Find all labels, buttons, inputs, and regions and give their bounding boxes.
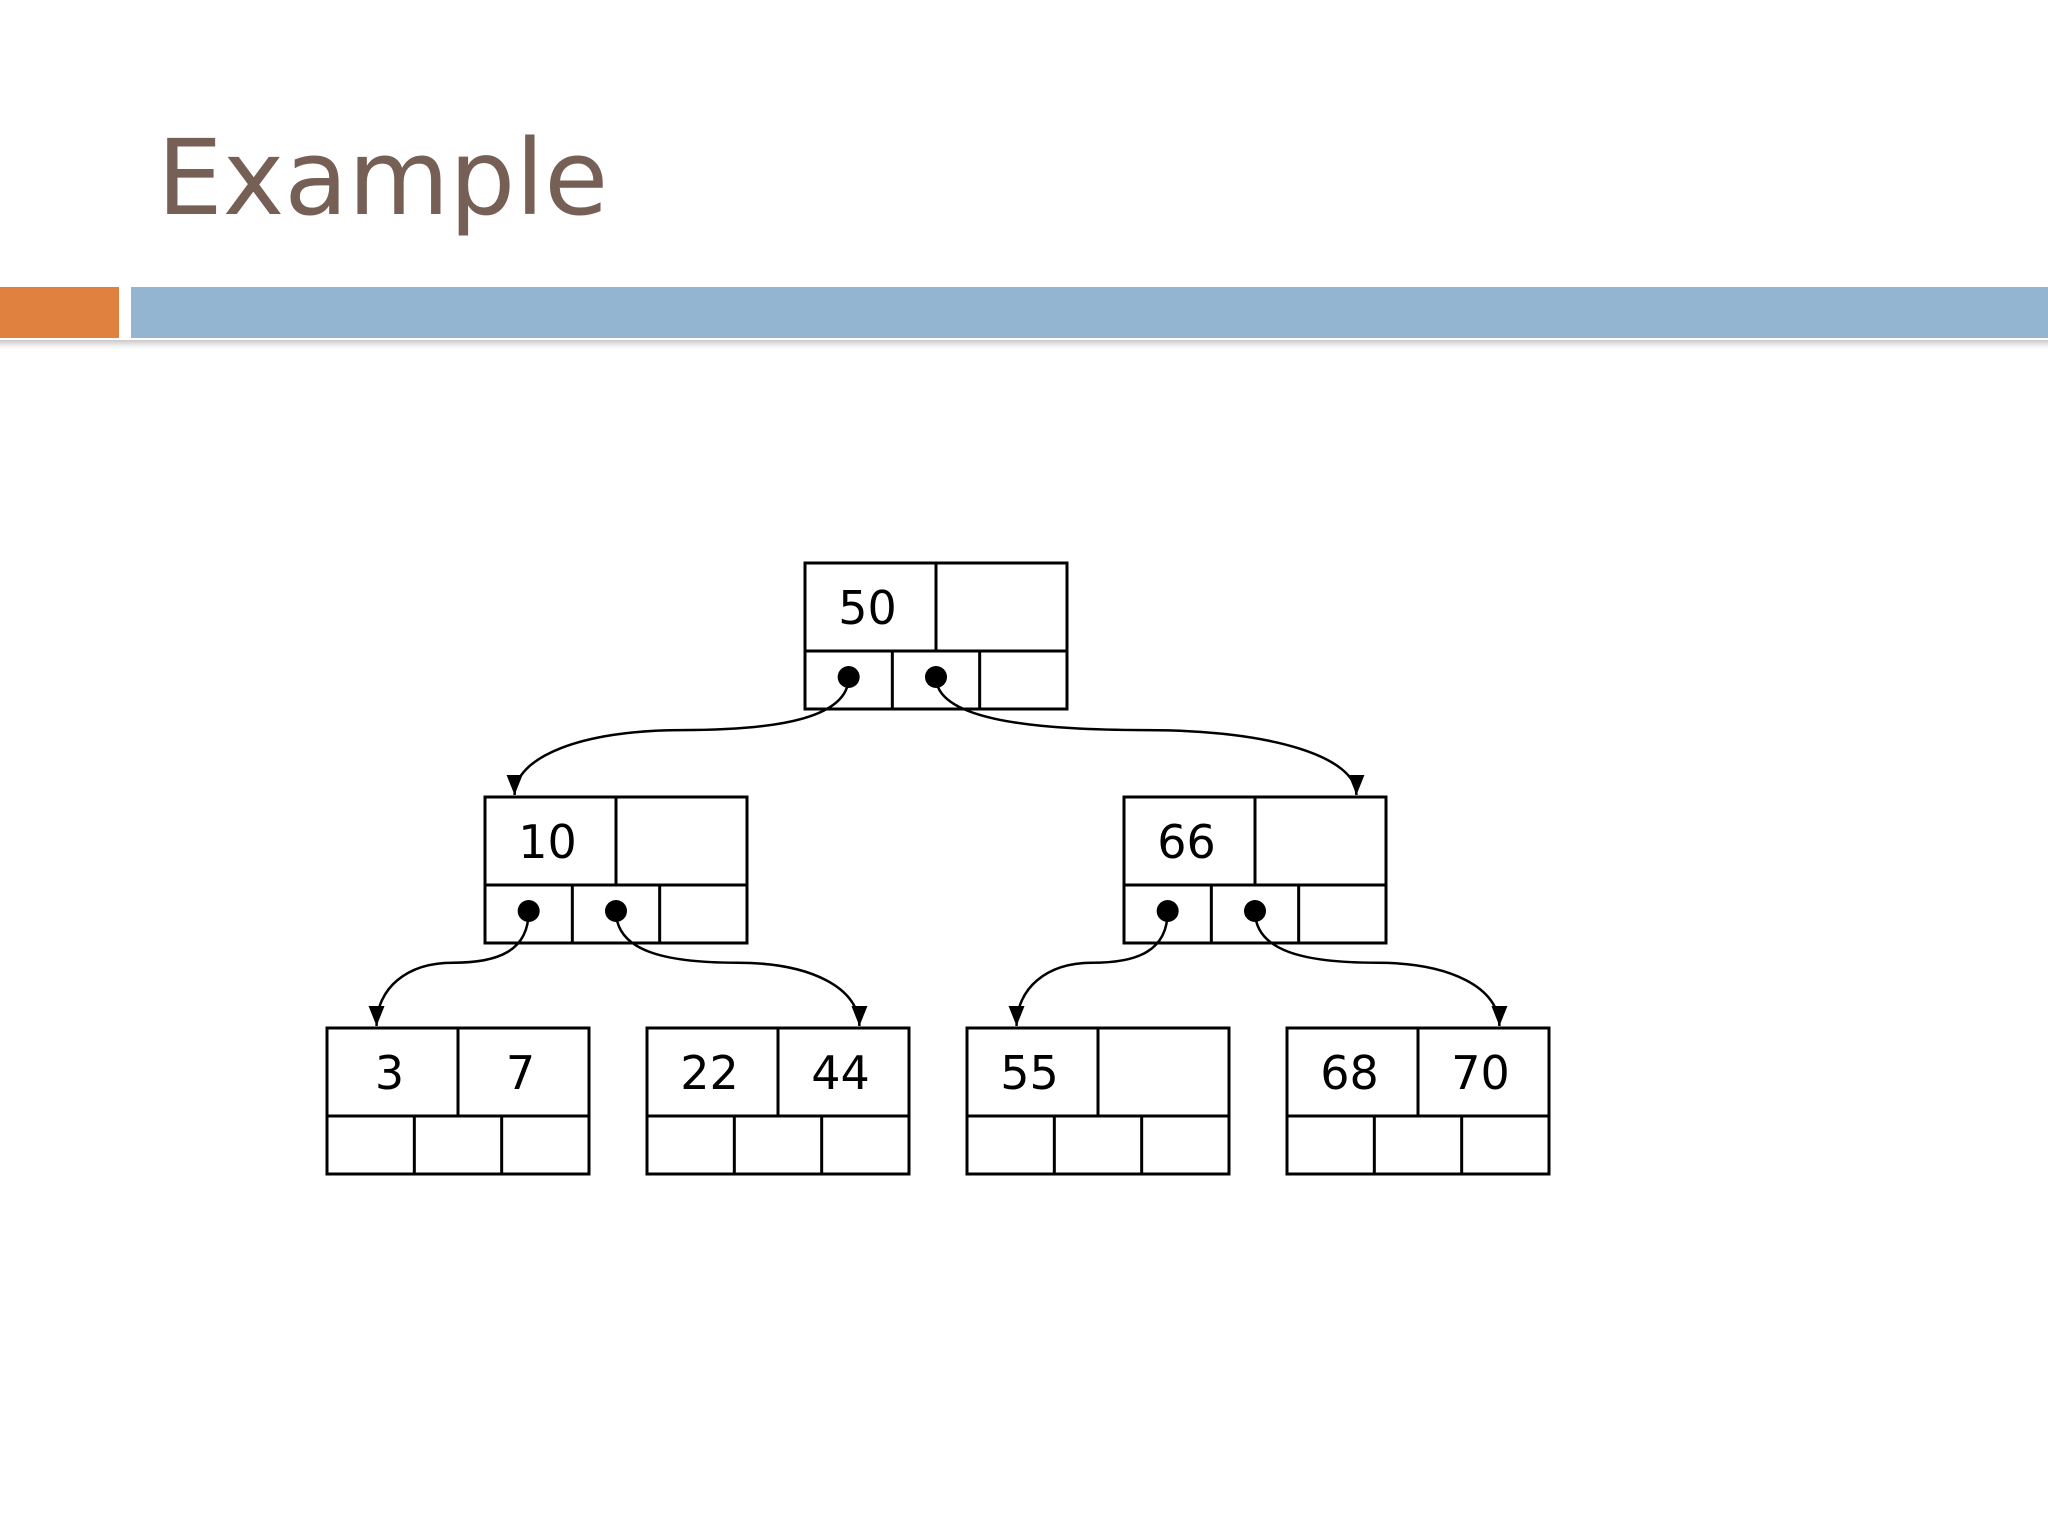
tree-edge: [614, 910, 861, 1027]
arrowhead-icon: [1348, 775, 1365, 795]
child-pointer-dot: [925, 666, 947, 688]
tree-node-leaf-55: 55: [965, 1026, 1231, 1176]
child-pointer-dot: [517, 900, 540, 922]
tree-edge: [375, 910, 530, 1027]
node-key: 66: [1157, 815, 1216, 869]
child-pointer-dot: [605, 900, 627, 922]
node-key: 50: [838, 581, 897, 635]
node-key: 22: [680, 1046, 739, 1100]
tree-edge: [1015, 910, 1169, 1027]
arrowhead-icon: [368, 1006, 385, 1026]
node-key: 55: [1000, 1046, 1059, 1100]
node-key: 70: [1451, 1046, 1510, 1100]
child-pointer-dot: [837, 666, 860, 688]
header-bar: [131, 287, 2048, 338]
tree-edges: [368, 676, 1508, 1027]
tree-edge: [1253, 910, 1501, 1027]
tree-node-leaf-22-44: 22 44: [645, 1026, 911, 1176]
arrowhead-icon: [1008, 1006, 1025, 1026]
child-pointer-dot: [1156, 900, 1179, 922]
node-key: 7: [506, 1046, 535, 1100]
arrowhead-icon: [506, 775, 523, 795]
tree-node-n10: 10: [483, 795, 749, 945]
tree-edge: [513, 676, 850, 796]
tree-node-leaf-68-70: 68 70: [1285, 1026, 1551, 1176]
node-key: 3: [375, 1046, 404, 1100]
header-bar-shadow: [0, 340, 2048, 350]
arrowhead-icon: [851, 1006, 868, 1026]
child-pointer-dot: [1244, 900, 1266, 922]
tree-edge: [934, 676, 1358, 796]
node-key: 68: [1320, 1046, 1379, 1100]
node-key: 44: [811, 1046, 870, 1100]
tree-node-n66: 66: [1122, 795, 1388, 945]
slide-title: Example: [157, 117, 609, 239]
accent-bar: [0, 287, 119, 338]
tree-node-root: 50: [803, 561, 1069, 711]
node-key: 10: [518, 815, 577, 869]
arrowhead-icon: [1491, 1006, 1508, 1026]
